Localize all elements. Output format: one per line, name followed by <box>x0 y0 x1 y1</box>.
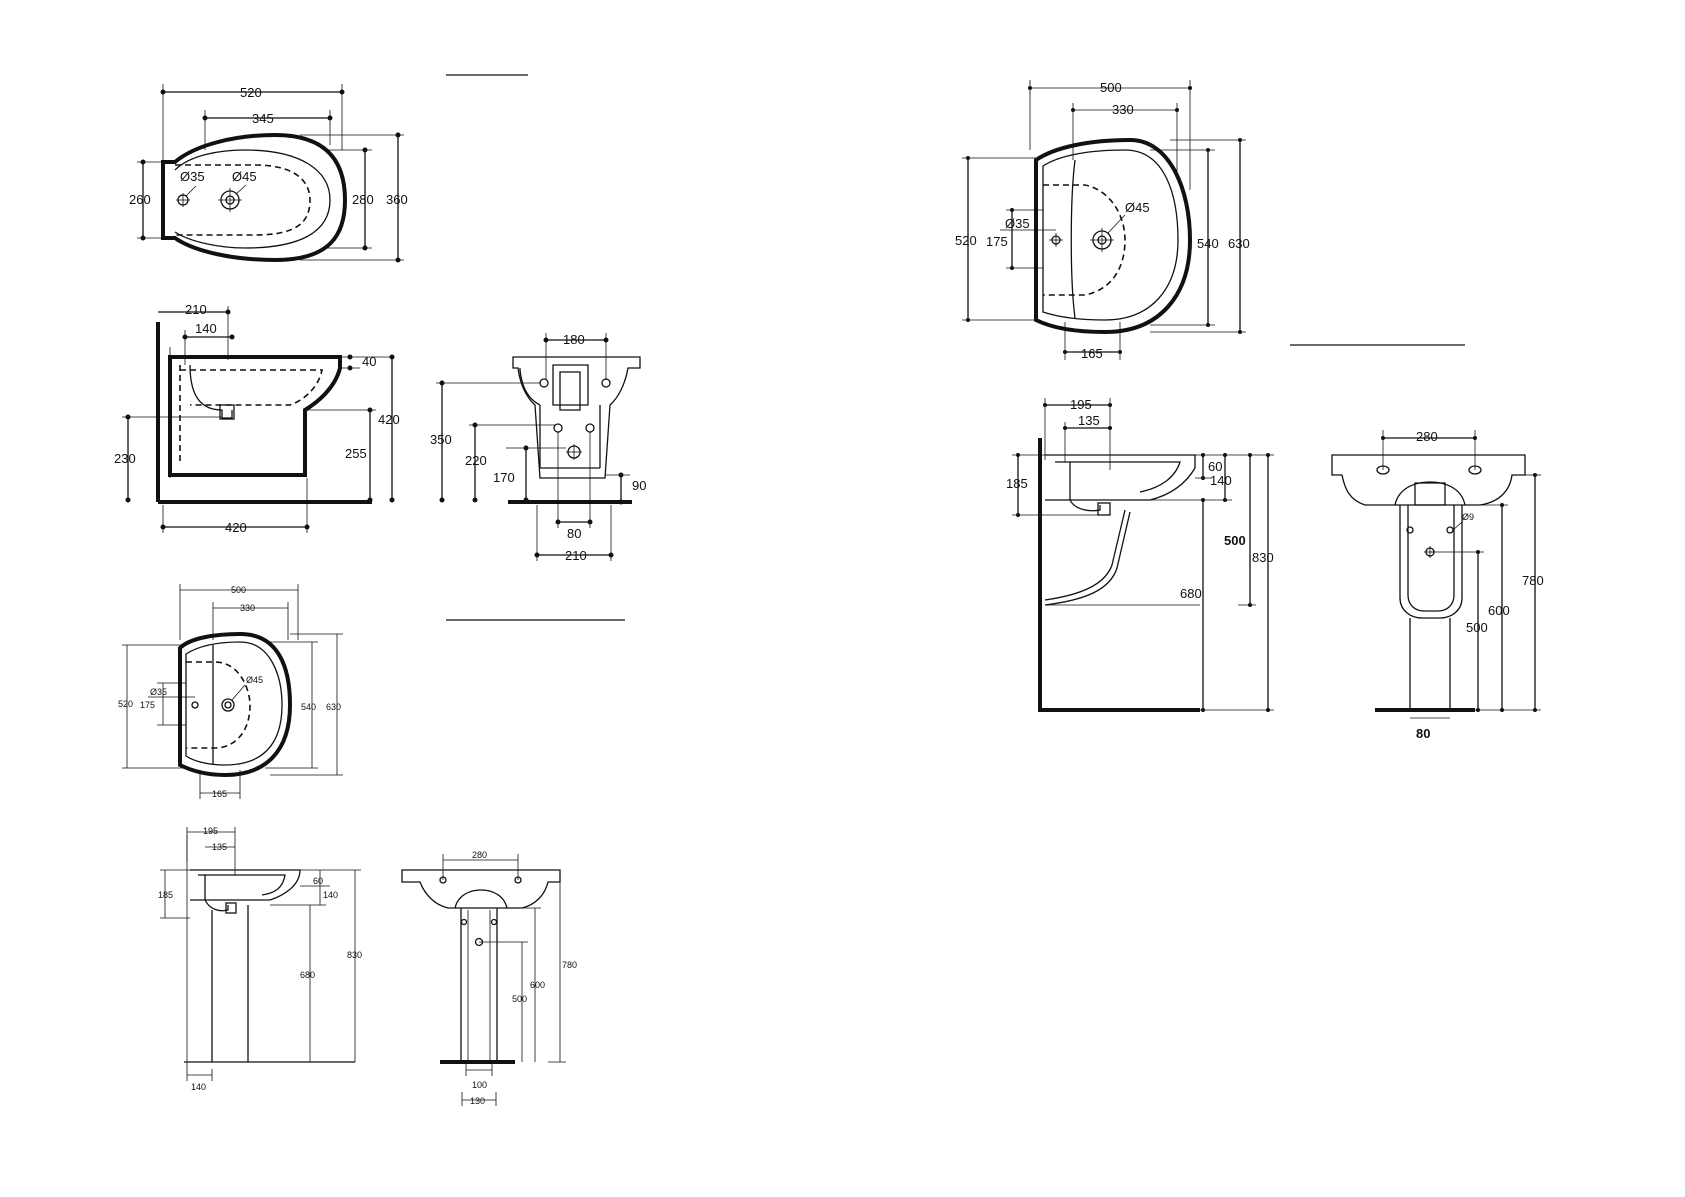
dim-d9-l: Ø9 <box>1462 512 1474 522</box>
dim-60-s: 60 <box>313 876 323 886</box>
dim-d35-l: Ø35 <box>1005 216 1030 231</box>
dim-d45-s: Ø45 <box>246 675 263 685</box>
dim-180: 180 <box>563 332 585 347</box>
dim-360: 360 <box>386 192 408 207</box>
dim-195-l: 195 <box>1070 397 1092 412</box>
dim-330-s: 330 <box>240 603 255 613</box>
dim-165-s: 165 <box>212 789 227 799</box>
dim-520-s: 520 <box>118 699 133 709</box>
dim-260: 260 <box>129 192 151 207</box>
dim-280: 280 <box>352 192 374 207</box>
dim-90: 90 <box>632 478 646 493</box>
dim-140-s-h: 140 <box>191 1082 206 1092</box>
dim-140-side: 140 <box>195 321 217 336</box>
dim-d45-l: Ø45 <box>1125 200 1150 215</box>
bidet-top-view: 520 345 Ø35 Ø45 260 280 <box>129 75 528 263</box>
dim-600-s: 600 <box>530 980 545 990</box>
dim-80: 80 <box>567 526 581 541</box>
dim-500-s: 500 <box>231 585 246 595</box>
dim-500-l-front: 500 <box>1466 620 1488 635</box>
dim-420-vert: 420 <box>378 412 400 427</box>
dim-210-front: 210 <box>565 548 587 563</box>
dim-170: 170 <box>493 470 515 485</box>
dim-130-s: 130 <box>470 1096 485 1106</box>
dim-330-l: 330 <box>1112 102 1134 117</box>
bidet-side-view: 210 140 40 420 230 255 420 <box>114 302 400 535</box>
dim-540-s: 540 <box>301 702 316 712</box>
dim-165-l: 165 <box>1081 346 1103 361</box>
dim-230: 230 <box>114 451 136 466</box>
dim-255: 255 <box>345 446 367 461</box>
basin-top-small-view: 500 330 Ø45 Ø35 520 175 540 630 165 <box>118 584 625 799</box>
dim-500-s-v: 500 <box>512 994 527 1004</box>
dim-520-l: 520 <box>955 233 977 248</box>
dim-420-horiz: 420 <box>225 520 247 535</box>
dim-d45: Ø45 <box>232 169 257 184</box>
dim-540-l: 540 <box>1197 236 1219 251</box>
dim-500-l-side: 500 <box>1224 533 1246 548</box>
basin-front-large-view: 280 Ø9 780 600 500 80 <box>1332 429 1544 741</box>
dim-500-l: 500 <box>1100 80 1122 95</box>
basin-side-large-view: 195 135 185 60 140 500 830 680 <box>1006 397 1274 712</box>
dim-600-l: 600 <box>1488 603 1510 618</box>
dim-830-l: 830 <box>1252 550 1274 565</box>
dim-d35-s: Ø35 <box>150 687 167 697</box>
dim-280-s: 280 <box>472 850 487 860</box>
basin-front-small-view: 280 780 600 500 100 130 <box>402 850 577 1106</box>
dim-195-s: 195 <box>203 826 218 836</box>
basin-top-large-view: 500 330 Ø45 Ø35 520 175 540 <box>955 80 1465 361</box>
dim-140-s-v: 140 <box>323 890 338 900</box>
dim-680-l: 680 <box>1180 586 1202 601</box>
basin-side-small-view: 195 135 185 60 140 830 680 140 <box>158 826 362 1092</box>
dim-220: 220 <box>465 453 487 468</box>
dim-345: 345 <box>252 111 274 126</box>
dim-100-s: 100 <box>472 1080 487 1090</box>
dim-60-l: 60 <box>1208 459 1222 474</box>
dim-830-s: 830 <box>347 950 362 960</box>
dim-d35: Ø35 <box>180 169 205 184</box>
dim-80-l: 80 <box>1416 726 1430 741</box>
dim-680-s: 680 <box>300 970 315 980</box>
dim-280-l: 280 <box>1416 429 1438 444</box>
dim-780-l: 780 <box>1522 573 1544 588</box>
dim-185-s: 185 <box>158 890 173 900</box>
dim-140-l: 140 <box>1210 473 1232 488</box>
dim-135-l: 135 <box>1078 413 1100 428</box>
dim-175-l: 175 <box>986 234 1008 249</box>
dim-40: 40 <box>362 354 376 369</box>
dim-210-side: 210 <box>185 302 207 317</box>
dim-630-s: 630 <box>326 702 341 712</box>
bidet-front-view: 180 350 220 170 90 80 210 <box>430 332 646 563</box>
dim-780-s: 780 <box>562 960 577 970</box>
dim-135-s: 135 <box>212 842 227 852</box>
dim-350: 350 <box>430 432 452 447</box>
dim-175-s: 175 <box>140 700 155 710</box>
dim-520: 520 <box>240 85 262 100</box>
dim-630-l: 630 <box>1228 236 1250 251</box>
dim-185-l: 185 <box>1006 476 1028 491</box>
